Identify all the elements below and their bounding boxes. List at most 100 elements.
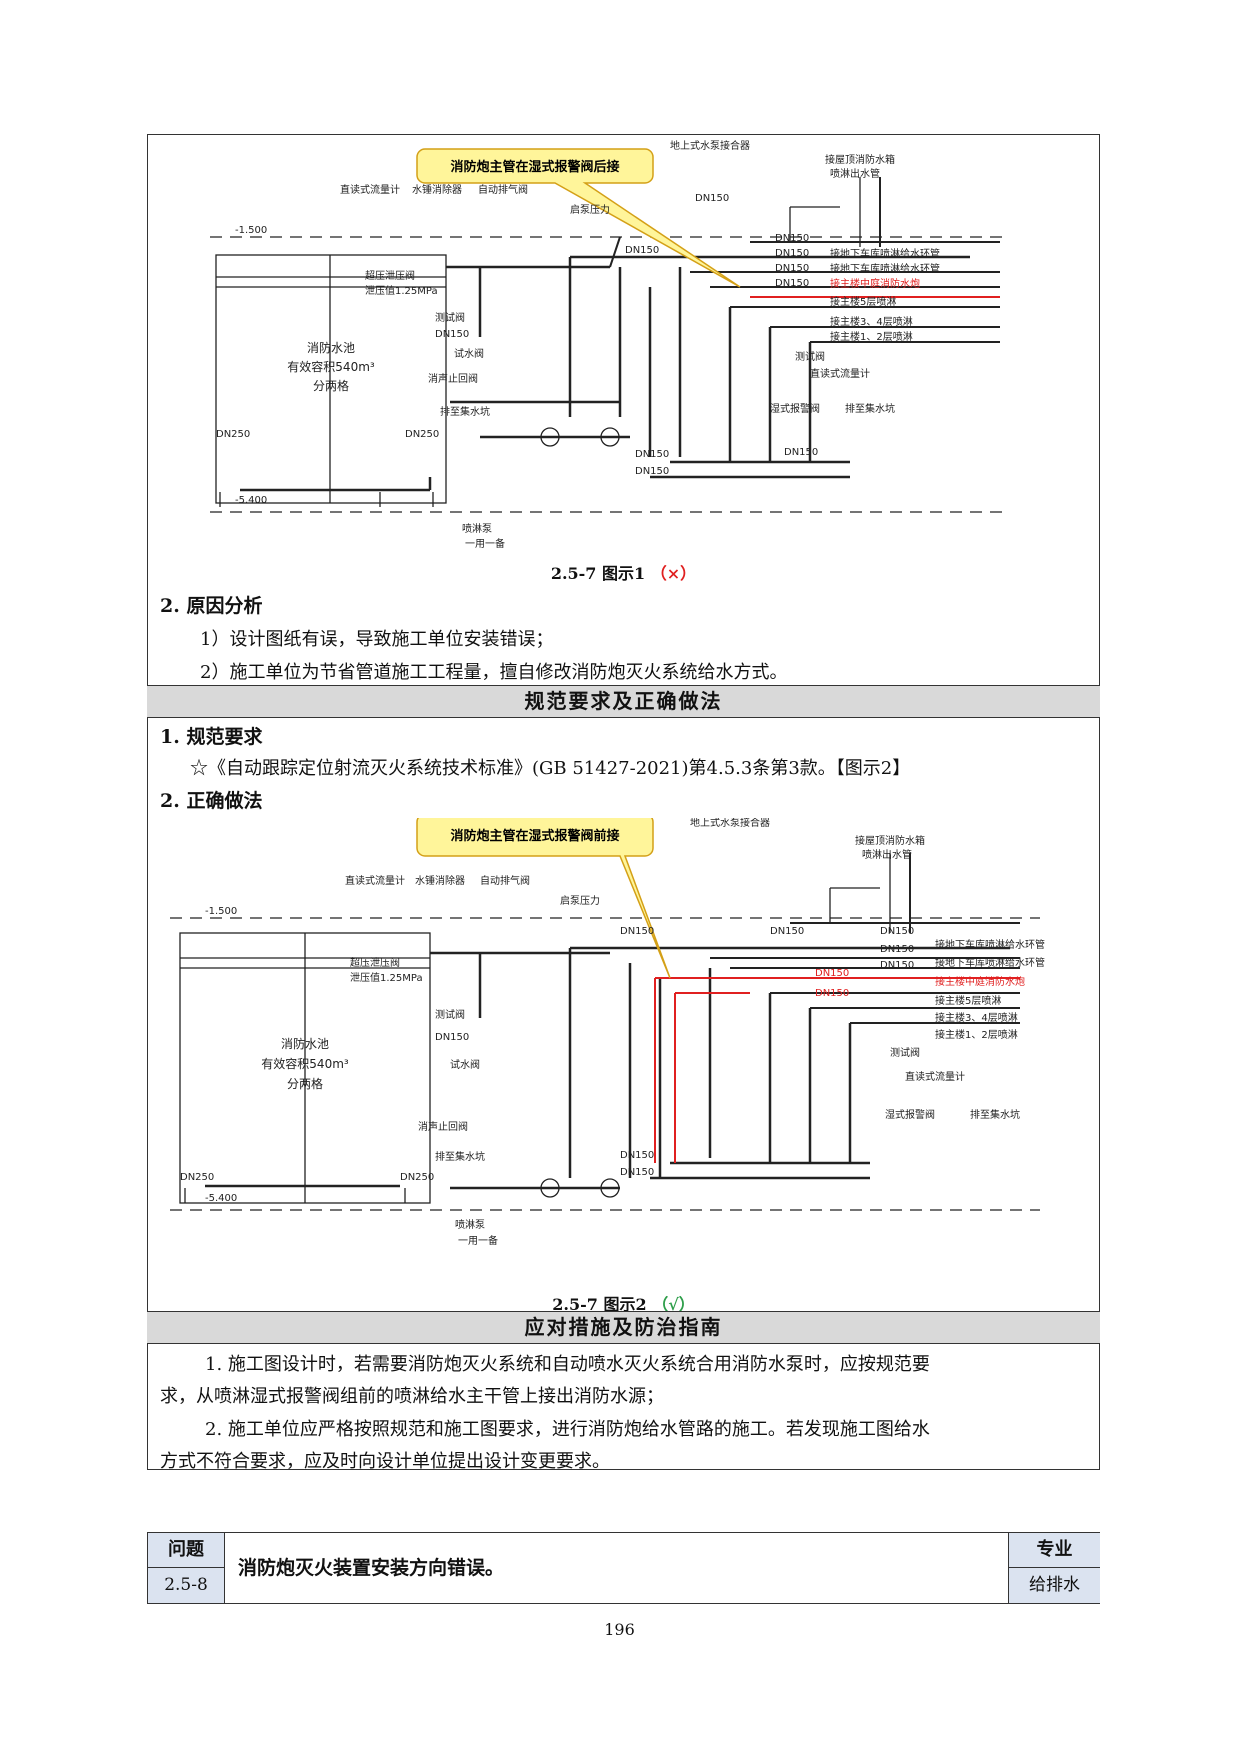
measure-line-4: 方式不符合要求，应及时向设计单位提出设计变更要求。 xyxy=(160,1451,610,1472)
f2-test: 测试阀 xyxy=(435,1008,465,1021)
pool-label-3: 分两格 xyxy=(313,378,349,393)
label-dn150-d: DN150 xyxy=(775,233,809,244)
label-dn150-i: DN150 xyxy=(635,466,669,477)
label-dn150-b: DN150 xyxy=(625,245,659,256)
f2-sump2: 排至集水坑 xyxy=(970,1108,1020,1121)
f2-cannon: 接主楼中庭消防水炮 xyxy=(935,975,1025,988)
f2-roof2: 喷淋出水管 xyxy=(862,848,912,861)
pool-label-2: 有效容积540m³ xyxy=(287,359,375,374)
f2-relief1: 超压泄压阀 xyxy=(350,956,400,969)
section-bar-measures: 应对措施及防治指南 xyxy=(147,1311,1100,1344)
f2-ring1: 接地下车库喷淋给水环管 xyxy=(935,938,1045,951)
figure-1-caption-mark: （×） xyxy=(650,564,697,583)
specialty-label: 专业 xyxy=(1008,1533,1100,1568)
f2-pressure: 启泵压力 xyxy=(560,894,600,907)
label-dn150-h: DN150 xyxy=(635,449,669,460)
label-dn250-b: DN250 xyxy=(405,429,439,440)
label-dn150-g: DN150 xyxy=(775,278,809,289)
measure-line-3: 2. 施工单位应严格按照规范和施工图要求，进行消防炮给水管路的施工。若发现施工图… xyxy=(205,1419,930,1440)
label-dn150-j: DN150 xyxy=(784,447,818,458)
cause-item-1: 1）设计图纸有误，导致施工单位安装错误； xyxy=(200,629,554,650)
label-flowmeter: 直读式流量计 xyxy=(340,183,400,196)
level-bot: -5.400 xyxy=(235,495,267,506)
f2-roof1: 接屋顶消防水箱 xyxy=(855,834,925,847)
label-flow2: 直读式流量计 xyxy=(810,367,870,380)
figure-1-diagram: 消防炮主管在湿式报警阀后接 -1.500 -5.400 消防水池 有效容积540… xyxy=(210,139,1010,550)
section-req-heading: 1. 规范要求 xyxy=(160,726,263,748)
label-roof2: 喷淋出水管 xyxy=(830,167,880,180)
figure-2-caption-num: 2.5-7 图示2 xyxy=(552,1295,647,1314)
label-relief1: 超压泄压阀 xyxy=(365,269,415,282)
figure-2-caption: 2.5-7 图示2 （√） xyxy=(147,1291,1100,1315)
f2-dn250-b: DN250 xyxy=(400,1172,434,1183)
f2-f12: 接主楼1、2层喷淋 xyxy=(935,1028,1018,1041)
f2-f34: 接主楼3、4层喷淋 xyxy=(935,1011,1018,1024)
label-cannon: 接主楼中庭消防水炮 xyxy=(830,277,920,290)
label-f34: 接主楼3、4层喷淋 xyxy=(830,315,913,328)
label-roof1: 接屋顶消防水箱 xyxy=(825,153,895,166)
f2-pump2: 一用一备 xyxy=(458,1234,498,1247)
section-cause-heading: 2. 原因分析 xyxy=(160,595,263,617)
label-ring2: 接地下车库喷淋给水环管 xyxy=(830,262,940,275)
f2-sump: 排至集水坑 xyxy=(435,1150,485,1163)
section-bar-requirements: 规范要求及正确做法 xyxy=(147,685,1100,718)
f2-dn250-a: DN250 xyxy=(180,1172,214,1183)
f2-dn150-c: DN150 xyxy=(620,926,654,937)
callout-text-2: 消防炮主管在湿式报警阀前接 xyxy=(450,828,619,844)
label-f12: 接主楼1、2层喷淋 xyxy=(830,330,913,343)
label-trial: 试水阀 xyxy=(454,347,484,360)
pool-label-1: 消防水池 xyxy=(307,340,355,355)
label-pump1: 喷淋泵 xyxy=(462,522,492,535)
figure-1-caption: 2.5-7 图示1 （×） xyxy=(147,560,1100,584)
label-sump2: 排至集水坑 xyxy=(845,402,895,415)
figure-2: 消防炮主管在湿式报警阀前接 -1.500 -5.400 消防水池 有效容积540… xyxy=(150,813,1096,1273)
label-pumpconn: 地上式水泵接合器 xyxy=(670,139,750,152)
f2-dn150-b: DN150 xyxy=(770,926,804,937)
label-dn150-f: DN150 xyxy=(775,263,809,274)
label-dn150-c: DN150 xyxy=(695,193,729,204)
label-dn150-e: DN150 xyxy=(775,248,809,259)
label-dn250-a: DN250 xyxy=(216,429,250,440)
f2-airvalve: 自动排气阀 xyxy=(480,874,530,887)
level-top: -1.500 xyxy=(235,225,267,236)
f2-relief2: 泄压值1.25MPa xyxy=(350,971,423,984)
section-correct-heading: 2. 正确做法 xyxy=(160,790,263,812)
figure-2-diagram: 消防炮主管在湿式报警阀前接 -1.500 -5.400 消防水池 有效容积540… xyxy=(170,813,1045,1247)
label-dn150-a: DN150 xyxy=(435,329,469,340)
f2-check: 消声止回阀 xyxy=(418,1120,468,1133)
content-frame xyxy=(147,134,1100,1470)
callout-box-2 xyxy=(416,813,671,979)
f2-pump1: 喷淋泵 xyxy=(455,1218,485,1231)
label-f5: 接主楼5层喷淋 xyxy=(830,295,896,308)
problem-title: 消防炮灭火装置安装方向错误。 xyxy=(238,1557,505,1579)
label-test: 测试阀 xyxy=(435,311,465,324)
figure-1: 消防炮主管在湿式报警阀后接 -1.500 -5.400 消防水池 有效容积540… xyxy=(150,137,1096,557)
f2-trial: 试水阀 xyxy=(450,1058,480,1071)
f2-pumpconn: 地上式水泵接合器 xyxy=(690,818,770,829)
label-check: 消声止回阀 xyxy=(428,372,478,385)
label-relief2: 泄压值1.25MPa xyxy=(365,284,438,297)
label-hammer: 水锤消除器 xyxy=(412,183,462,196)
f2-pool-1: 消防水池 xyxy=(281,1036,329,1051)
f2-dn150-f: DN150 xyxy=(880,960,914,971)
measure-line-1: 1. 施工图设计时，若需要消防炮灭火系统和自动喷水灭火系统合用消防水泵时，应按规… xyxy=(205,1354,930,1375)
f2-dn150-red-b: DN150 xyxy=(815,988,849,999)
label-wet: 湿式报警阀 xyxy=(770,402,820,415)
measure-line-2: 求，从喷淋湿式报警阀组前的喷淋给水主干管上接出消防水源； xyxy=(160,1386,664,1407)
f2-level-top: -1.500 xyxy=(205,906,237,917)
cause-item-2: 2）施工单位为节省管道施工工程量，擅自修改消防炮灭火系统给水方式。 xyxy=(200,662,788,683)
problem-label: 问题 xyxy=(148,1533,225,1568)
callout-box xyxy=(416,148,741,288)
label-ring1: 接地下车库喷淋给水环管 xyxy=(830,247,940,260)
red-cannon-pipe xyxy=(654,977,1020,1163)
f2-flow2: 直读式流量计 xyxy=(905,1070,965,1083)
label-pressure: 启泵压力 xyxy=(570,203,610,216)
label-pump2: 一用一备 xyxy=(465,537,505,550)
next-problem-table: 问题 2.5-8 消防炮灭火装置安装方向错误。 专业 给排水 xyxy=(147,1532,1100,1604)
f2-wet: 湿式报警阀 xyxy=(885,1108,935,1121)
f2-dn150-g: DN150 xyxy=(620,1150,654,1161)
f2-test2: 测试阀 xyxy=(890,1046,920,1059)
label-airvalve: 自动排气阀 xyxy=(478,183,528,196)
f2-dn150-a: DN150 xyxy=(435,1032,469,1043)
f2-ring2: 接地下车库喷淋给水环管 xyxy=(935,956,1045,969)
